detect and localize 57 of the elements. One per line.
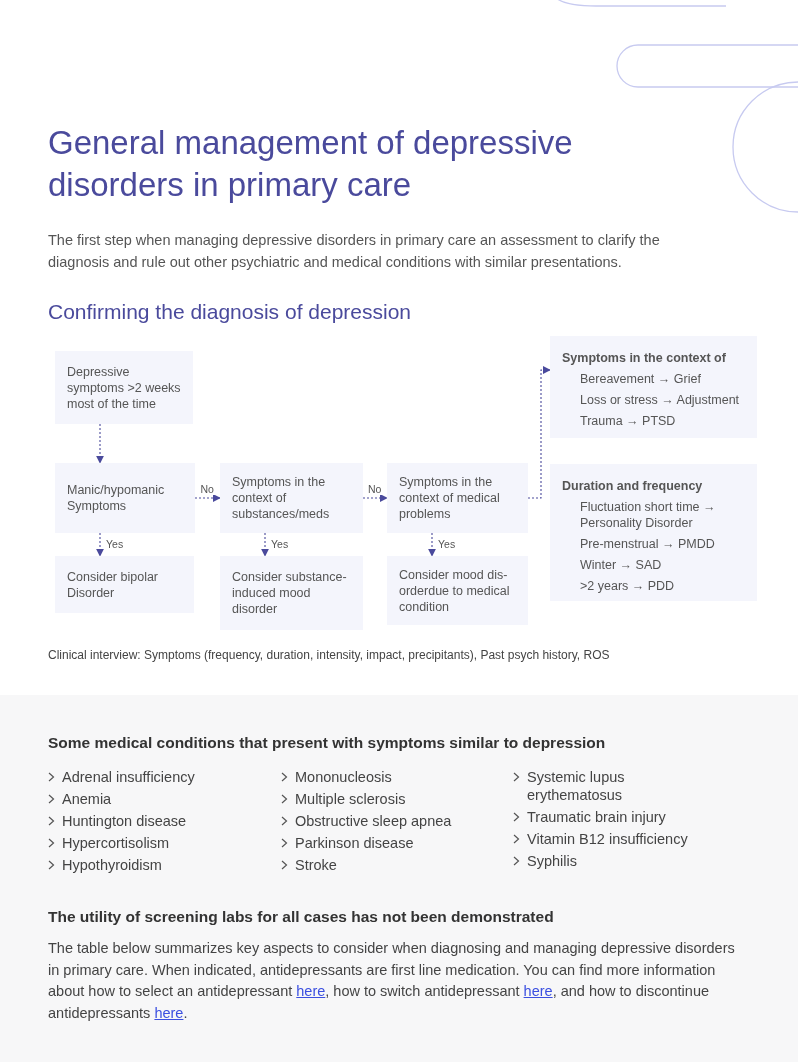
list-item-text: Traumatic brain injury	[527, 808, 666, 826]
edge-label: Yes	[437, 537, 457, 550]
box-text: Manic/hypomanic Symptoms	[67, 482, 166, 514]
list-item-text: Anemia	[62, 790, 112, 808]
link: here	[154, 1004, 184, 1021]
box-text: Consider substance-induced mood disorder	[232, 569, 348, 617]
arrow	[261, 532, 269, 557]
body-paragraph: The table below summarizes key aspects to consider when diagnosing and managing depressive disorders in primary care. When indicated, antidepressants are first line medication. You can find more information about how to select an antidepressant here, how to switch antidepressant here, and how to discontinue antidepressants here.	[48, 939, 736, 1023]
edge-label: No	[367, 483, 383, 495]
list-item-text: Mononucleosis	[295, 768, 392, 786]
box-text: Consider mood dis-orderdue to medical condition	[399, 566, 511, 615]
box-text: Symptoms in the context of substances/meds	[232, 474, 331, 522]
box-text: Depressive symptoms >2 weeks most of the time	[67, 363, 181, 412]
section-heading: Confirming the diagnosis of depression	[48, 300, 412, 324]
section-heading: Some medical conditions that present with symptoms similar to depression	[48, 734, 606, 752]
section-heading: The utility of screening labs for all cases has not been demonstrated	[48, 908, 554, 926]
box-text: Trauma → PTSD	[579, 413, 677, 429]
intro-paragraph: The first step when managing depressive disorders in primary care an assessment to clarify the diagnosis and rule out other psychiatric and medical conditions with similar presentations.	[48, 231, 661, 272]
arrow	[96, 423, 104, 464]
box-text: >2 years → PDD	[579, 578, 676, 594]
edge-label: No	[199, 483, 215, 495]
process-box	[220, 463, 363, 533]
box-text: Consider bipolar Disorder	[67, 568, 160, 601]
list-item-text: Adrenal insufficiency	[62, 768, 195, 786]
link: here	[296, 983, 326, 999]
list-item-text: Multiple sclerosis	[295, 790, 406, 808]
box-text: Pre-menstrual → PMDD	[579, 536, 716, 552]
link: here	[523, 983, 553, 999]
box-heading: Symptoms in the context of	[562, 350, 727, 366]
note-text: Clinical interview: Symptoms (frequency, duration, intensity, impact, precipitants), Past psych history, ROS	[48, 648, 611, 662]
list-item-text: Hypercortisolism	[62, 834, 170, 852]
process-box	[55, 351, 193, 424]
list-item-text: Stroke	[295, 856, 337, 874]
arrow	[96, 532, 104, 557]
box-text: Winter → SAD	[579, 557, 663, 573]
process-box	[55, 556, 194, 613]
list-item-text: Hypothyroidism	[62, 856, 162, 874]
list-item-text: Parkinson disease	[295, 834, 414, 852]
process-box	[387, 463, 528, 533]
list-item-text: Systemic lupus erythematosus	[527, 768, 626, 804]
process-box	[387, 556, 528, 625]
arrow	[428, 532, 436, 557]
list-item-text: Huntington disease	[62, 812, 187, 830]
list-item-text: Syphilis	[527, 852, 577, 870]
process-box	[550, 336, 757, 438]
process-box	[220, 556, 363, 630]
edge-label: Yes	[105, 537, 125, 550]
box-text: Fluctuation short time → Personality Disorder	[579, 499, 717, 531]
edge-label: Yes	[270, 537, 290, 550]
process-box	[55, 463, 195, 533]
list-item-text: Vitamin B12 insufficiency	[527, 830, 688, 848]
box-text: Symptoms in the context of medical problems	[399, 474, 501, 522]
box-text: Bereavement → Grief	[579, 371, 702, 387]
page-title: General management of depressive disorders in primary care	[48, 123, 574, 205]
box-text: Loss or stress → Adjustment	[579, 392, 741, 408]
list-item-text: Obstructive sleep apnea	[295, 812, 452, 830]
box-heading: Duration and frequency	[562, 478, 704, 494]
